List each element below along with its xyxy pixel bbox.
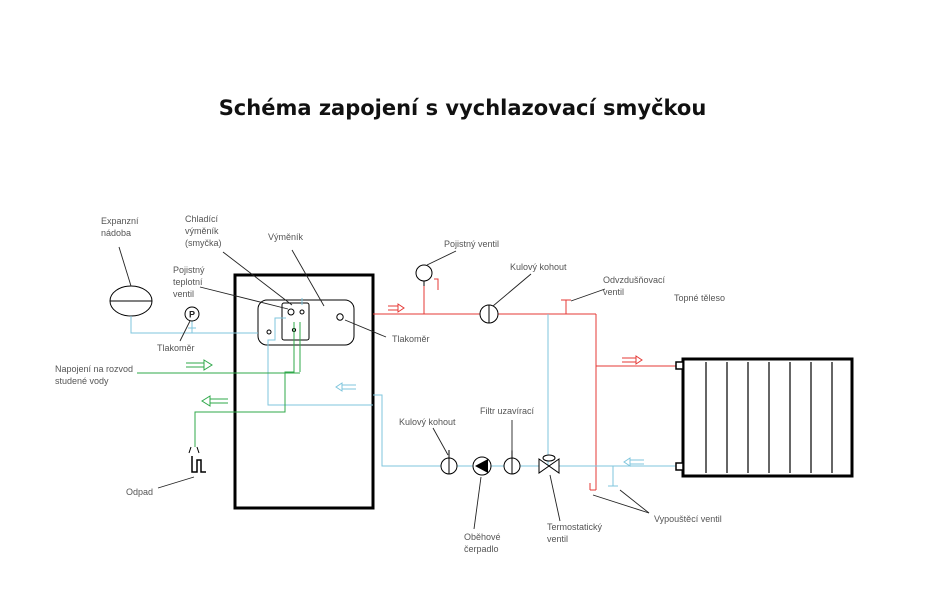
heat-exchanger (257, 299, 355, 346)
loop-port-icon (266, 329, 272, 335)
label-ball-valve-bottom: Kulový kohout (399, 417, 456, 427)
drain-trap-icon (191, 456, 206, 473)
label-drain-valve: Vypouštěcí ventil (654, 514, 722, 524)
flow-arrow-supply (388, 303, 405, 313)
label-safety-valve: Pojistný ventil (444, 239, 499, 249)
flow-arrow-return-boiler (335, 382, 356, 392)
safety-valve-icon (415, 264, 433, 282)
label-pressure-gauge-right: Tlakoměr (392, 334, 430, 344)
thermo-valve-sensor-icon (287, 308, 295, 316)
flow-arrow-radiator-in (622, 355, 643, 365)
flow-arrow-cold-out (201, 395, 228, 407)
label-pressure-gauge-left: Tlakoměr (157, 343, 195, 353)
flow-arrow-cold-in (186, 359, 213, 371)
pressure-gauge-boiler-icon (336, 313, 344, 321)
loop-port-icon (299, 309, 305, 315)
boiler-body (233, 273, 375, 510)
diagram-title: Schéma zapojení s vychlazovací smyčkou (218, 96, 707, 120)
label-exchanger: Výměník (268, 232, 304, 242)
flow-arrow-radiator-out (623, 457, 644, 467)
label-ball-valve-top: Kulový kohout (510, 262, 567, 272)
pressure-gauge-left-icon (184, 306, 200, 322)
radiator-icon (681, 357, 854, 478)
label-drain: Odpad (126, 487, 153, 497)
gauge-symbol: P (189, 310, 195, 320)
cooling-loop (281, 302, 310, 341)
label-radiator: Topné těleso (674, 293, 725, 303)
label-filter: Filtr uzavírací (480, 406, 535, 416)
thermostatic-valve-icon (538, 458, 550, 474)
